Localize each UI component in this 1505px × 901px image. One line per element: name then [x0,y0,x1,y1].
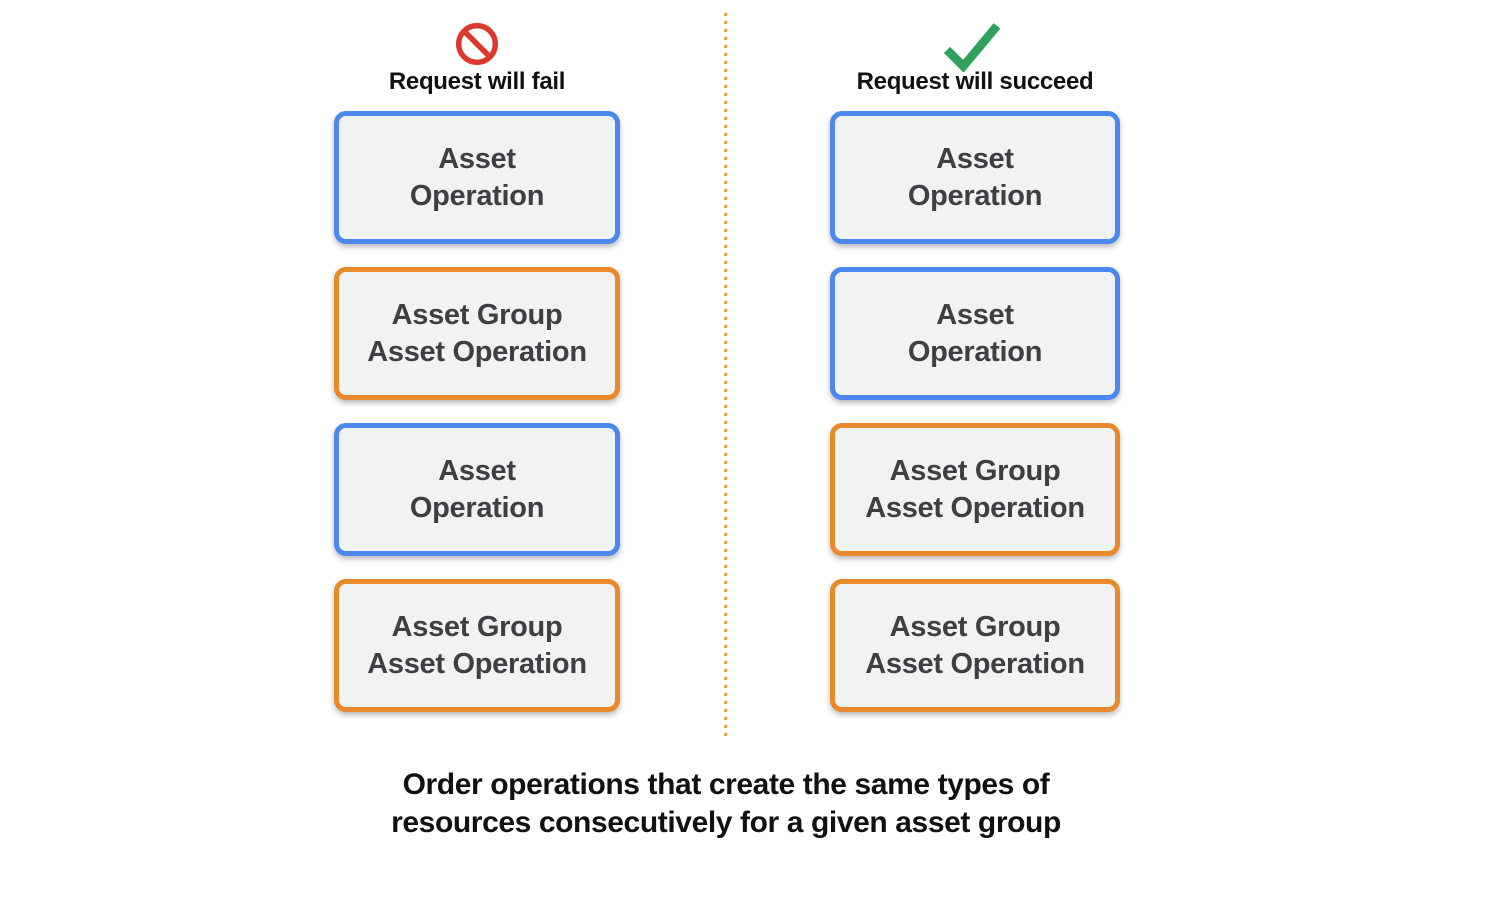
box-label-line: Asset Group [391,298,563,331]
asset-group-asset-operation-box: Asset Group Asset Operation [830,579,1120,712]
asset-group-asset-operation-box: Asset Group Asset Operation [334,267,620,400]
diagram-caption: Order operations that create the same ty… [0,766,1452,842]
asset-operation-box: Asset Operation [830,267,1120,400]
box-label-line: Asset [438,142,516,175]
box-label-line: Asset [936,142,1014,175]
box-label-line: Asset Operation [367,647,587,680]
asset-group-asset-operation-box: Asset Group Asset Operation [830,423,1120,556]
box-label-line: Asset Operation [367,335,587,368]
caption-line-2: resources consecutively for a given asse… [391,806,1061,839]
box-label-line: Asset Operation [865,491,1085,524]
box-label-line: Asset Group [889,610,1061,643]
caption-line-1: Order operations that create the same ty… [402,768,1050,801]
box-label-line: Asset [936,298,1014,331]
box-label-line: Asset [438,454,516,487]
box-label-line: Operation [409,491,545,524]
box-label-line: Asset Group [391,610,563,643]
succeed-column: Request will succeed Asset Operation Ass… [830,0,1120,760]
asset-operation-box: Asset Operation [334,423,620,556]
fail-column: Request will fail Asset Operation Asset … [334,0,620,760]
fail-heading: Request will fail [388,68,566,95]
prohibition-icon [455,22,499,66]
asset-operation-box: Asset Operation [334,111,620,244]
box-label-line: Operation [907,179,1043,212]
asset-operation-box: Asset Operation [830,111,1120,244]
asset-group-asset-operation-box: Asset Group Asset Operation [334,579,620,712]
succeed-heading: Request will succeed [856,68,1094,95]
box-label-line: Asset Group [889,454,1061,487]
box-label-line: Operation [907,335,1043,368]
dotted-divider [724,13,727,739]
box-label-line: Asset Operation [865,647,1085,680]
box-label-line: Operation [409,179,545,212]
checkmark-icon [943,23,1001,72]
